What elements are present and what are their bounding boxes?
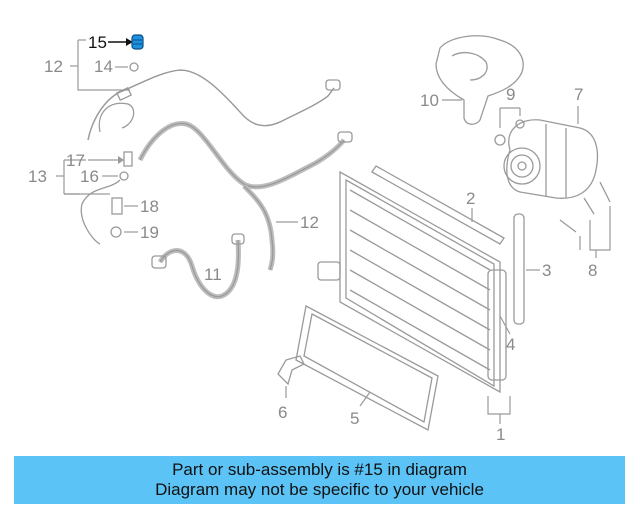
callout-7: 7 xyxy=(574,85,583,104)
callout-16: 16 xyxy=(80,167,99,186)
callout-13: 13 xyxy=(28,167,47,186)
callout-3: 3 xyxy=(542,261,551,280)
receiver-drier: 3 xyxy=(513,213,551,325)
callout-10: 10 xyxy=(420,91,439,110)
callout-4: 4 xyxy=(506,335,515,354)
callout-8: 8 xyxy=(588,261,597,280)
callout-5: 5 xyxy=(350,409,359,428)
compressor-bracket: 10 xyxy=(420,35,524,125)
ac-hose-lower: 12 xyxy=(242,184,319,271)
banner-line-1: Part or sub-assembly is #15 in diagram xyxy=(172,460,467,479)
callout-group-13: 13 17 16 18 19 xyxy=(28,151,159,242)
banner-line-2: Diagram may not be specific to your vehi… xyxy=(155,480,484,499)
callout-1: 1 xyxy=(496,425,505,444)
callout-2: 2 xyxy=(466,189,475,208)
ac-compressor: 7 xyxy=(503,85,599,199)
bolts-8: 8 xyxy=(559,181,611,280)
callout-17: 17 xyxy=(66,151,85,170)
ac-hose-middle xyxy=(80,121,353,245)
callout-18: 18 xyxy=(140,197,159,216)
callout-11: 11 xyxy=(204,265,222,284)
callout-12-lower: 12 xyxy=(300,213,319,232)
fitting-icon xyxy=(131,34,144,50)
condenser: 1 xyxy=(317,170,511,444)
parts-diagram: 15 12 14 13 17 xyxy=(28,33,611,444)
condenser-seal-panel: 5 xyxy=(295,305,439,431)
side-rail: 2 xyxy=(371,165,505,245)
part-15-highlighted[interactable]: 15 xyxy=(88,33,144,52)
callout-14: 14 xyxy=(94,57,113,76)
ac-hose-upper xyxy=(87,69,341,141)
callout-6: 6 xyxy=(278,403,287,422)
callout-group-12-14: 12 14 xyxy=(44,39,139,91)
info-banner: Part or sub-assembly is #15 in diagram D… xyxy=(14,456,625,504)
callout-12-top: 12 xyxy=(44,57,63,76)
ac-hose-11: 11 xyxy=(151,233,245,300)
callout-19: 19 xyxy=(140,223,159,242)
callout-15: 15 xyxy=(88,33,107,52)
fasteners-9: 9 xyxy=(494,85,525,146)
bracket-6: 6 xyxy=(277,355,305,422)
callout-9: 9 xyxy=(506,85,515,104)
